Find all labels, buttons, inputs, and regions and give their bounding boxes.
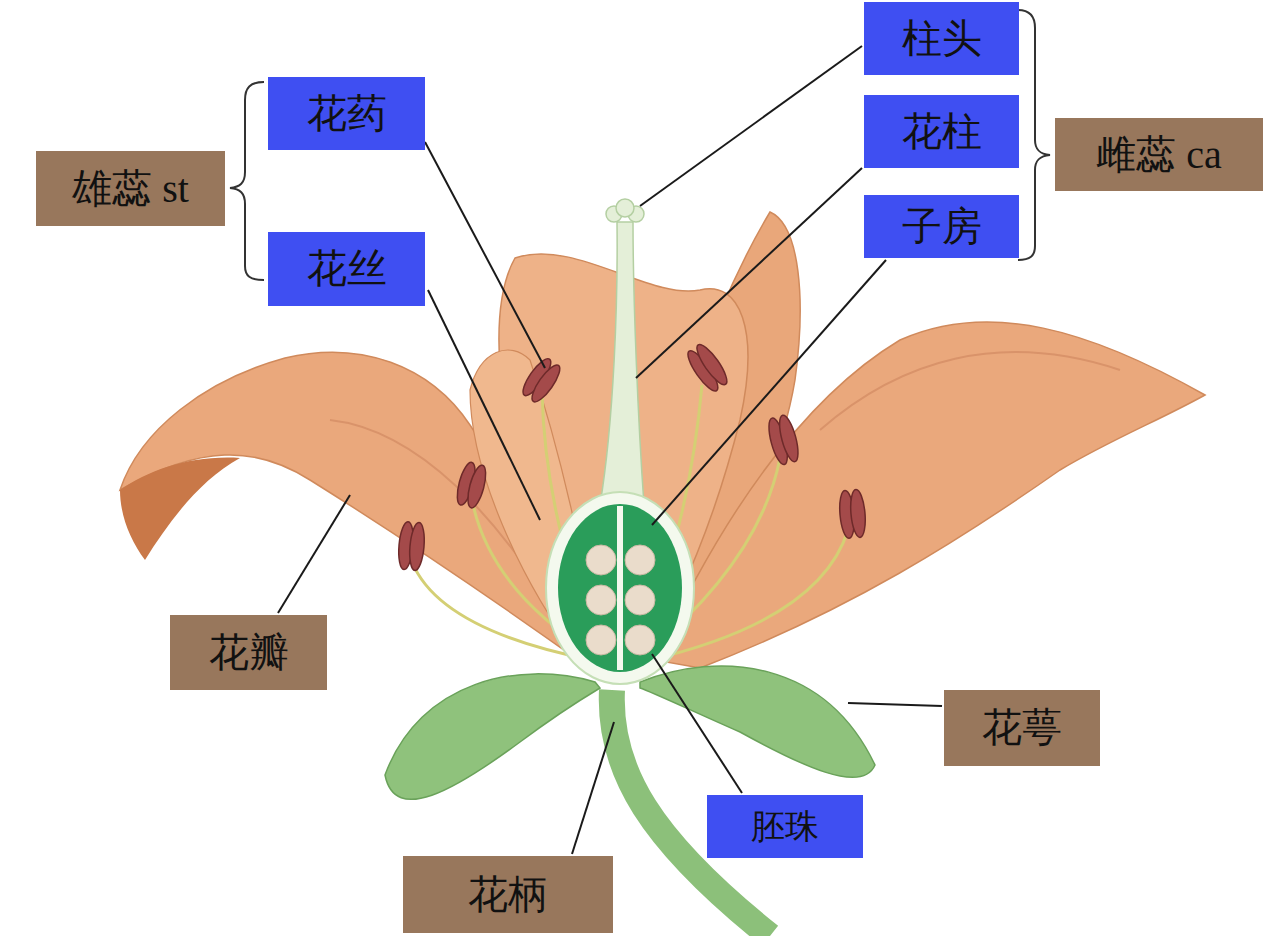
- part-label: 柱头: [864, 2, 1019, 75]
- label-text: 雄蕊 st: [72, 167, 189, 211]
- sepal: [640, 666, 875, 777]
- ovary-cavity: [558, 504, 682, 672]
- petal-fold: [120, 458, 240, 560]
- ovary-septum: [617, 506, 623, 670]
- group-label: 花柄: [403, 856, 613, 933]
- group-label: 雌蕊 ca: [1055, 118, 1263, 191]
- label-text: 柱头: [902, 17, 982, 61]
- bracket: [230, 82, 264, 280]
- label-text: 花柱: [902, 110, 982, 154]
- stigma: [606, 199, 644, 222]
- ovules: [586, 545, 655, 655]
- group-label: 雄蕊 st: [36, 151, 225, 226]
- group-label: 花萼: [944, 690, 1100, 766]
- label-text: 花丝: [307, 247, 387, 291]
- label-text: 花萼: [982, 706, 1062, 750]
- label-text: 花瓣: [209, 631, 289, 675]
- part-label: 子房: [864, 195, 1019, 258]
- label-text: 花药: [307, 92, 387, 136]
- label-text: 花柄: [468, 873, 548, 917]
- petal-vein: [820, 352, 1120, 430]
- label-text: 雌蕊 ca: [1096, 133, 1222, 177]
- ovary-wall: [546, 492, 694, 684]
- style: [600, 222, 644, 505]
- part-label: 花丝: [268, 232, 425, 306]
- leader-lines: [278, 46, 942, 854]
- part-label: 花柱: [864, 95, 1019, 168]
- label-text: 胚珠: [751, 808, 819, 845]
- group-label: 花瓣: [170, 615, 327, 690]
- bracket: [1018, 10, 1050, 260]
- petal: [655, 322, 1205, 668]
- part-label: 花药: [268, 77, 425, 150]
- label-text: 子房: [902, 205, 982, 249]
- part-label: 胚珠: [707, 795, 863, 858]
- sepal: [385, 674, 600, 799]
